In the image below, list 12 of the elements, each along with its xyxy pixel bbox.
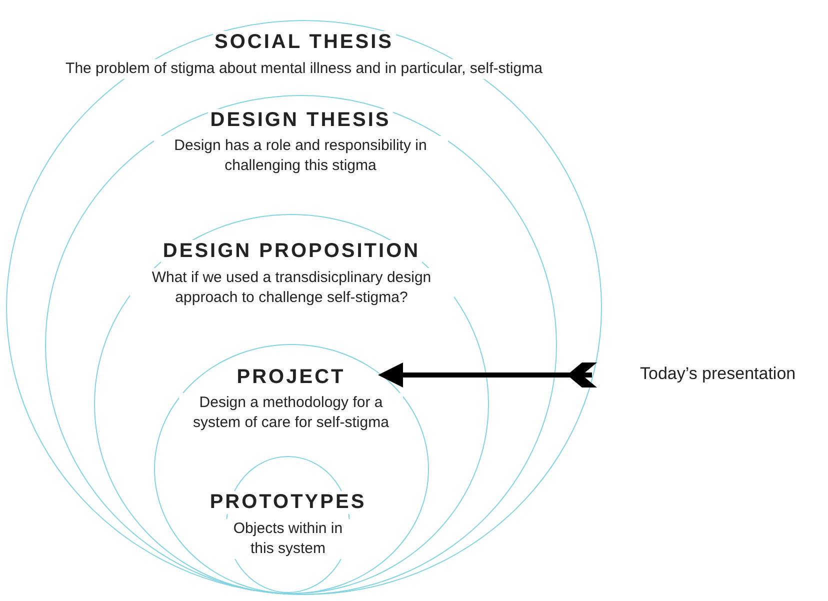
arrow — [378, 362, 597, 388]
heading: DESIGN PROPOSITION — [160, 240, 422, 263]
description: Design has a role and responsibility in challenging this stigma — [154, 136, 448, 176]
ellipse — [44, 94, 556, 594]
outer-ellipse — [6, 20, 602, 595]
note-text: Today’s presentation — [640, 364, 796, 384]
ellipse — [154, 344, 428, 594]
description: Objects within in this system — [226, 519, 350, 559]
description: What if we used a transdisicplinary design approach to challenge self-stigma? — [130, 268, 454, 308]
description: Design a methodology for a system of care for self-stigma — [179, 392, 403, 432]
description: The problem of stigma about mental illness and in particular, self-stigma — [64, 59, 544, 79]
ellipse — [94, 214, 489, 594]
